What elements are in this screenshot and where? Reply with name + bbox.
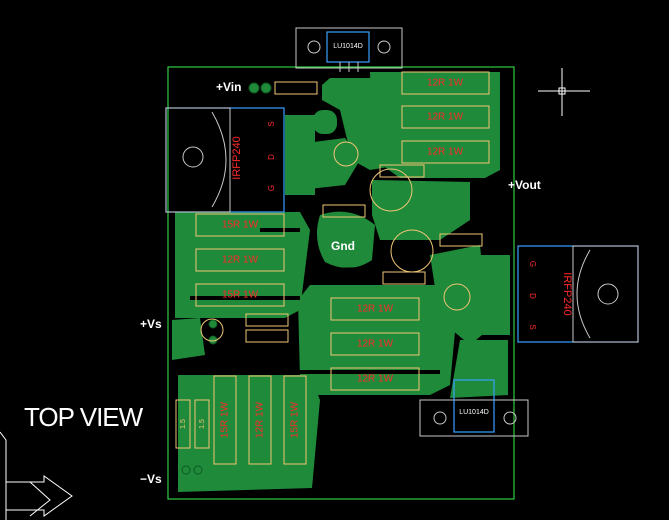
trace-gaps (190, 86, 440, 374)
resistor-label: 12R 1W (427, 78, 464, 89)
round-parts (200, 141, 471, 342)
transistor-pin-label: G (528, 261, 537, 267)
ucs-axis-icon (0, 431, 73, 520)
transistor-pin-label: G (267, 185, 276, 191)
resistor-label: 12R 1W (357, 304, 394, 315)
resistor-label: 15R 1W (220, 401, 231, 438)
regulator-top (295, 27, 403, 72)
resistor-bodies (175, 71, 490, 465)
resistor-label: 12R 1W (427, 112, 464, 123)
resistor-label: 15R 1W (222, 220, 259, 231)
resistor-label: 1.5 (199, 419, 206, 429)
net-label-vs-pos: +Vs (140, 317, 162, 331)
pads (181, 82, 272, 475)
transistor-pin-label: S (267, 121, 276, 126)
crosshair-cursor (538, 68, 590, 116)
resistor-label: 12R 1W (357, 374, 394, 385)
transistor-pin-label: S (528, 324, 537, 329)
view-title: TOP VIEW (24, 402, 143, 432)
transistor-pin-label: D (528, 293, 537, 299)
resistor-label: 1.5 (180, 419, 187, 429)
transistor-part-label: IRFP240 (561, 272, 573, 315)
net-label-vout: +Vout (508, 178, 541, 192)
resistor-label: 12R 1W (222, 255, 259, 266)
net-label-gnd: Gnd (331, 239, 355, 253)
resistor-label: 12R 1W (427, 147, 464, 158)
regulator-label: LU1014D (333, 43, 363, 50)
transistor-left (165, 107, 285, 213)
net-label-vs-neg: −Vs (140, 472, 162, 486)
labels-layer: 12R 1W 12R 1W 12R 1W 15R 1W 12R 1W 15R 1W 12R … (180, 43, 573, 438)
board-outline (167, 66, 515, 500)
resistor-label: 12R 1W (357, 339, 394, 350)
regulator-label: LU1014D (459, 409, 489, 416)
resistor-label: 15R 1W (290, 401, 301, 438)
transistor-part-label: IRFP240 (231, 136, 243, 179)
resistor-label: 15R 1W (222, 290, 259, 301)
transistor-right (517, 245, 639, 343)
transistor-pin-label: D (267, 154, 276, 160)
net-label-vin: +Vin (216, 80, 242, 94)
resistor-label: 12R 1W (255, 401, 266, 438)
regulator-bottom (419, 379, 529, 437)
